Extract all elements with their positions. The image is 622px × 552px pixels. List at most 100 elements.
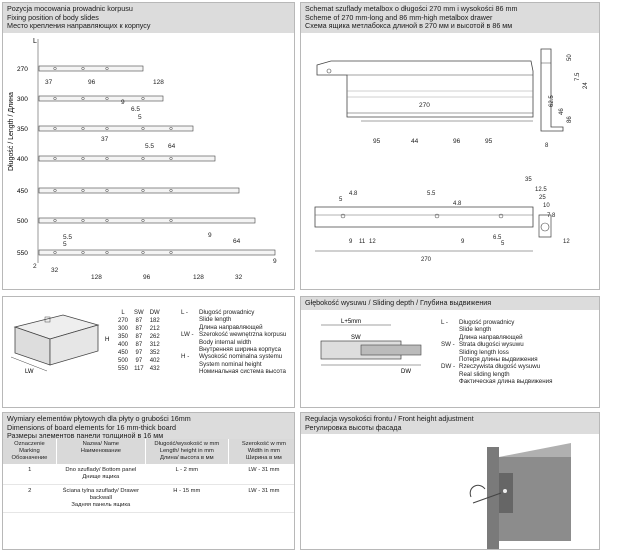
dim-label: 5 [501, 241, 505, 247]
screw-hole [105, 126, 109, 131]
legend-key [441, 378, 459, 385]
screw-hole [169, 250, 173, 255]
dim-label: 62.5 [549, 95, 555, 107]
title-pl: Wymiary elementów płytowych dla płyty o … [7, 414, 191, 423]
dim-label: 32 [51, 267, 59, 274]
legend-key [181, 324, 199, 331]
sw-label: SW [351, 335, 361, 341]
table-cell: 262 [149, 334, 160, 340]
title-pl: Regulacja wysokości frontu / Front heigh… [305, 414, 474, 423]
legend-key: L - [441, 319, 448, 326]
dim-label: 4.8 [453, 201, 462, 207]
screw-hole [81, 218, 85, 223]
legend-text: Номинальная система высота [199, 368, 286, 376]
panel-header: Głębokość wysuwu / Sliding depth / Глуби… [301, 297, 599, 310]
slide-rail [38, 187, 240, 194]
slide-rail [38, 249, 276, 256]
screw-hole [169, 126, 173, 131]
legend-text: Długość prowadnicy [459, 319, 515, 326]
length-label: 550 [17, 250, 28, 257]
dim-label: 64 [168, 143, 176, 150]
dim-label: 35 [525, 177, 532, 183]
legend-key [181, 316, 199, 323]
axis-letter: L [33, 38, 37, 45]
metalbox-drawing: 270 95 44 96 95 50 7.5 24 62.5 46 86 8 4… [314, 48, 589, 263]
length-label: 500 [17, 218, 28, 225]
dim-label: 128 [153, 79, 164, 86]
legend-text: System nominal height [199, 360, 262, 368]
dim-label: 24 [583, 82, 589, 89]
table-cell: 2 [3, 484, 57, 513]
length-label: 270 [17, 66, 28, 73]
dim-label: 11 [359, 239, 366, 245]
legend-key [181, 346, 199, 353]
title-pl: Pozycja mocowania prowadnic korpusu [7, 4, 133, 13]
table-cell: 97 [135, 350, 143, 356]
dim-label: 5.5 [427, 191, 436, 197]
table-cell: H - 15 mm [145, 484, 229, 513]
lw-label: LW [25, 369, 34, 375]
dim-label: 5.5 [63, 234, 72, 241]
legend-text: Szerokość wewnętrzna korpusu [199, 331, 287, 339]
length-axis-label: Długość / Length / Длина [8, 92, 15, 171]
dim-label: 9 [461, 239, 465, 245]
legend-row: SW -Strata długości wysuwu [441, 341, 591, 348]
dw-label: DW [401, 369, 411, 375]
legend-key [441, 371, 459, 378]
table-cell: 312 [149, 342, 160, 348]
dim-label: 12 [563, 239, 570, 245]
front-adjustment-drawing [469, 443, 571, 549]
table-cell: 550 [118, 366, 129, 372]
screw-hole [53, 188, 57, 193]
table-cell: 500 [118, 358, 129, 364]
dim-label: 2 [33, 263, 37, 270]
title-pl: Schemat szuflady metalbox o długości 270… [305, 4, 518, 13]
dim-label: 9 [208, 232, 212, 239]
dim-label: 4.8 [349, 191, 358, 197]
table-cell: LW - 31 mm [228, 464, 294, 485]
legend-key: L - [181, 309, 188, 316]
screw-hole [53, 126, 57, 131]
screw-hole [105, 218, 109, 223]
slide-rail [38, 95, 164, 102]
panel-header: Pozycja mocowania prowadnic korpusu Fixi… [3, 3, 294, 33]
dim-label: 128 [193, 274, 204, 281]
screw-hole [141, 250, 145, 255]
dim-label: 5 [339, 197, 343, 203]
legend-row: DW -Rzeczywista długość wysuwu [441, 363, 591, 370]
panel-header: Wymiary elementów płytowych dla płyty o … [3, 413, 294, 443]
legend-key [181, 361, 199, 368]
table-cell: 400 [118, 342, 129, 348]
dim-label: 96 [88, 79, 96, 86]
table-cell: 182 [149, 318, 160, 324]
legend-row: Потеря длины выдвижения [441, 356, 591, 363]
table-cell: 352 [149, 350, 160, 356]
table-cell: 300 [118, 326, 129, 332]
length-label: 450 [17, 188, 28, 195]
col-header: DW [149, 310, 160, 316]
dim-label: 96 [453, 138, 461, 145]
legend-text: Sliding length loss [459, 348, 509, 356]
legend-key: DW - [441, 363, 456, 371]
legend-text: Real sliding length [459, 370, 510, 378]
dim-label: 50 [567, 54, 573, 61]
dim-label: 95 [485, 138, 493, 145]
sliding-depth-drawing: L+5mm SW DW [320, 319, 422, 375]
legend-row: Длина направляющей [441, 334, 591, 341]
legend-text: Body internal width [199, 338, 252, 346]
dim-label: 5 [138, 114, 142, 121]
screw-hole [169, 156, 173, 161]
l5-label: L+5mm [341, 319, 361, 325]
slide-positions-drawing: Długość / Length / Длина L 2703003504004… [8, 38, 277, 281]
legend-text: Внутренняя ширина корпуса [199, 346, 282, 354]
table-cell: LW - 31 mm [228, 484, 294, 513]
legend-text: Wysokość nominalna systemu [199, 353, 283, 361]
screw-hole [105, 66, 109, 71]
dim-label: 7.5 [575, 72, 581, 81]
